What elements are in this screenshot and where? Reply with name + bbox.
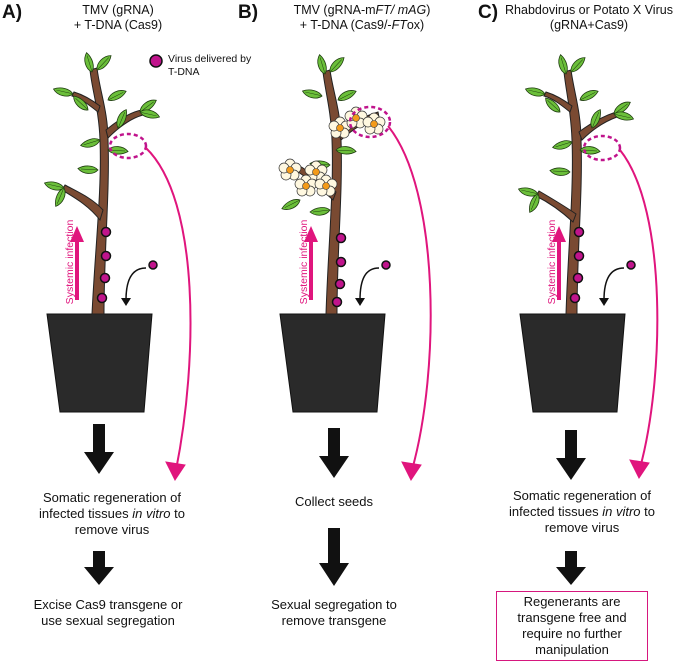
panel-a-header-line2: + T-DNA (Cas9) bbox=[73, 18, 163, 32]
delivery-arrow bbox=[603, 267, 625, 301]
leaf bbox=[579, 144, 601, 157]
systemic-infection-label: Systemic infection bbox=[64, 219, 76, 305]
panel-b-step2: Sexual segregation to remove transgene bbox=[271, 597, 397, 628]
leaf bbox=[335, 87, 359, 103]
flow-arrow-down bbox=[319, 528, 349, 586]
delivery-arrow bbox=[359, 267, 380, 301]
leaf bbox=[279, 197, 303, 213]
leaf bbox=[105, 87, 129, 103]
panel-c-plant bbox=[517, 53, 659, 585]
panel-b-step1: Collect seeds bbox=[294, 494, 374, 509]
leaf bbox=[551, 139, 574, 151]
leaf bbox=[524, 84, 547, 100]
leaf bbox=[577, 87, 601, 103]
delivered-virus-dot bbox=[381, 260, 391, 270]
infection-site-circle bbox=[582, 134, 622, 162]
leaf bbox=[326, 54, 348, 75]
panel-a-label: A) bbox=[2, 2, 23, 23]
virus-dot bbox=[96, 292, 108, 304]
pot bbox=[519, 313, 626, 413]
plant-branch bbox=[535, 190, 577, 223]
systemic-infection-label: Systemic infection bbox=[298, 219, 310, 305]
leaf bbox=[557, 53, 569, 76]
systemic-infection-arrow bbox=[552, 226, 566, 242]
plant-branch bbox=[71, 91, 101, 113]
panel-a-step1: Somatic regeneration of infected tissues… bbox=[39, 490, 185, 537]
plant-branch bbox=[61, 184, 104, 222]
panel-a-header-line1: TMV (gRNA) bbox=[82, 3, 154, 17]
panel-c-step1: Somatic regeneration of infected tissues… bbox=[509, 488, 655, 535]
infection-site-circle bbox=[348, 105, 392, 139]
leaf bbox=[93, 52, 115, 73]
virus-dot bbox=[572, 272, 584, 284]
virus-spread-arrow bbox=[387, 125, 432, 471]
systemic-infection-arrow bbox=[304, 226, 318, 242]
flow-arrow-down bbox=[84, 551, 114, 585]
panel-a-step2: Excise Cas9 transgene or use sexual segr… bbox=[33, 597, 183, 628]
panel-c-result-box: Regenerants are transgene free and requi… bbox=[496, 591, 648, 661]
virus-dot bbox=[573, 250, 585, 262]
pot bbox=[279, 313, 386, 413]
leaf bbox=[567, 54, 589, 75]
panel-a-header: TMV (gRNA) + T-DNA (Cas9) bbox=[28, 3, 208, 33]
legend-text: Virus delivered by T-DNA bbox=[168, 53, 252, 78]
flow-arrow-down bbox=[84, 424, 114, 474]
delivered-virus-dot bbox=[148, 260, 158, 270]
virus-spread-arrow bbox=[619, 149, 659, 469]
virus-dot bbox=[99, 272, 111, 284]
virus-dot bbox=[335, 232, 347, 244]
virus-dot bbox=[573, 226, 585, 238]
panel-b-label: B) bbox=[238, 2, 259, 23]
virus-dot bbox=[569, 292, 581, 304]
panel-b-header-line1: TMV (gRNA-mFT/ mAG) bbox=[293, 3, 431, 17]
leaf bbox=[77, 163, 99, 176]
flower bbox=[278, 158, 302, 181]
panel-b-plant bbox=[278, 53, 432, 586]
virus-dot bbox=[334, 278, 346, 290]
virus-dot bbox=[100, 226, 112, 238]
flow-arrow-down bbox=[556, 430, 586, 480]
virus-dot bbox=[331, 296, 343, 308]
flow-arrow-down bbox=[319, 428, 349, 478]
panel-c-label: C) bbox=[478, 2, 499, 23]
systemic-infection-arrow bbox=[70, 226, 84, 242]
panel-b-header: TMV (gRNA-mFT/ mAG) + T-DNA (Cas9/-FTox) bbox=[262, 3, 462, 33]
leaf bbox=[309, 207, 331, 216]
panel-c-header-line2: (gRNA+Cas9) bbox=[549, 18, 629, 32]
virus-spread-arrow bbox=[145, 147, 192, 471]
virus-dot bbox=[100, 250, 112, 262]
leaf bbox=[83, 51, 95, 74]
panel-a-plant bbox=[43, 51, 192, 585]
pot bbox=[46, 313, 153, 413]
leaf bbox=[79, 137, 102, 149]
panel-c-header-line1: Rhabdovirus or Potato X Virus bbox=[505, 3, 673, 17]
plant-branch bbox=[543, 91, 573, 113]
leaf bbox=[316, 53, 328, 76]
delivery-arrow bbox=[125, 267, 147, 301]
infection-site-circle bbox=[108, 132, 148, 160]
leaf bbox=[52, 84, 75, 100]
panel-c-header: Rhabdovirus or Potato X Virus (gRNA+Cas9… bbox=[496, 3, 682, 33]
legend-virus-dot bbox=[149, 54, 163, 68]
flow-arrow-down bbox=[556, 551, 586, 585]
leaf bbox=[301, 86, 324, 102]
leaf bbox=[549, 165, 571, 178]
panel-b-header-line2: + T-DNA (Cas9/-FTox) bbox=[299, 18, 425, 32]
virus-dot bbox=[335, 256, 347, 268]
systemic-infection-label: Systemic infection bbox=[546, 219, 558, 305]
delivered-virus-dot bbox=[626, 260, 636, 270]
